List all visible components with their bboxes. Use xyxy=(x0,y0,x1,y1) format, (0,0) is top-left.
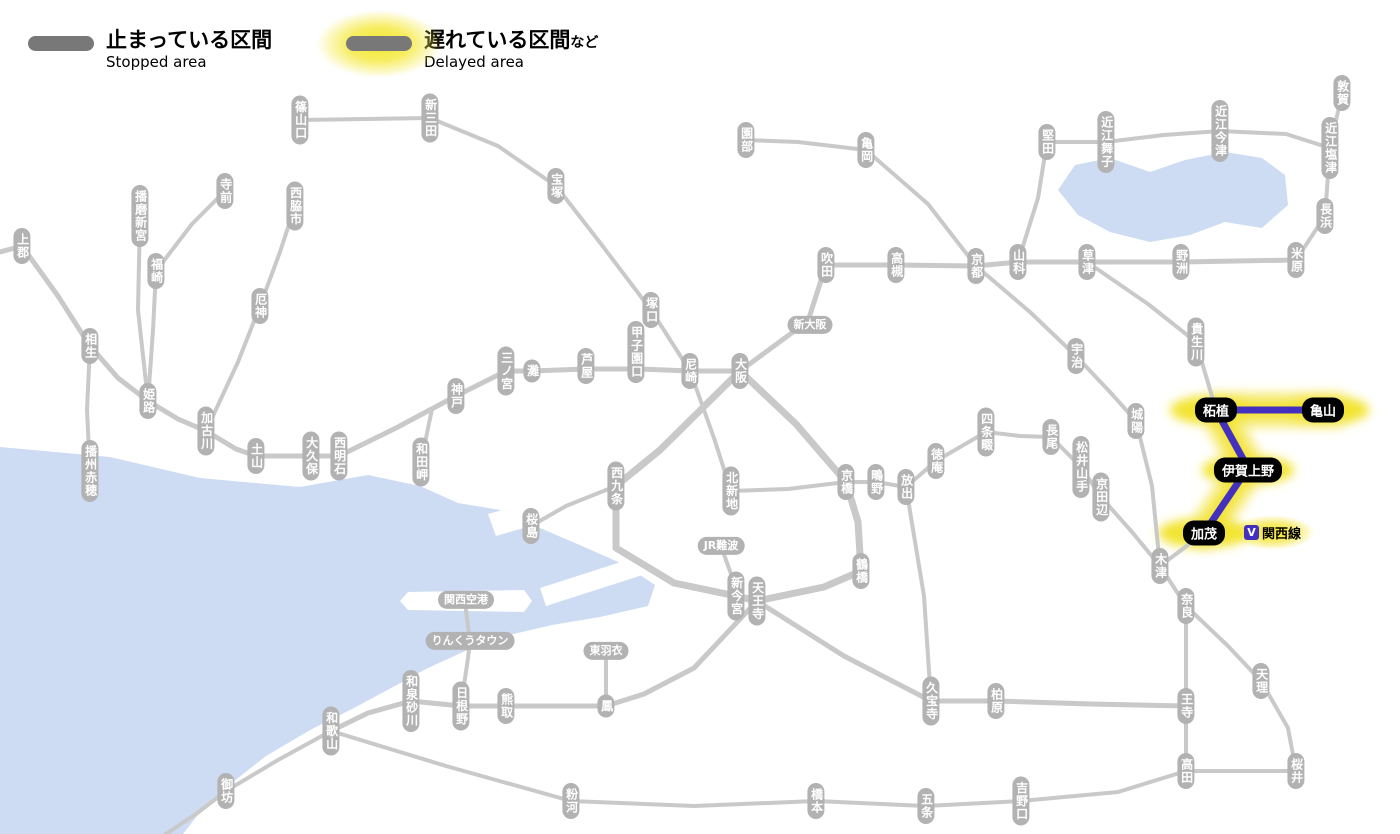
legend-delayed-label-en: Delayed area xyxy=(424,53,524,72)
line-badge-name: 関西線 xyxy=(1262,527,1302,542)
legend-delayed-label-ja: 遅れている区間など xyxy=(424,28,598,52)
water-lake-biwa xyxy=(1058,152,1288,242)
stopped-line-swatch xyxy=(28,36,94,51)
water-layer xyxy=(0,152,1288,834)
delayed-line-swatch xyxy=(346,36,412,51)
rail-bantan xyxy=(146,189,227,403)
rail-sakurajima-line xyxy=(529,484,618,528)
legend-delayed-label-suffix: など xyxy=(570,35,599,51)
delayed-glow-swatch xyxy=(316,10,442,78)
rail-hokuriku xyxy=(1294,146,1332,262)
legend-delayed-label-main: 遅れている区間 xyxy=(424,28,571,52)
water-osaka-bay xyxy=(0,447,655,834)
line-symbol-v-icon: V xyxy=(1244,525,1259,540)
rail-sanin xyxy=(744,138,978,268)
rail-yamatoji xyxy=(754,598,1189,709)
legend-delayed: 遅れている区間など Delayed area xyxy=(316,10,598,78)
rail-wadamisaki-line xyxy=(419,407,434,464)
legend-stopped-label-ja: 止まっている区間 xyxy=(106,28,273,52)
legend-stopped-label-en: Stopped area xyxy=(106,53,207,72)
rail-kansai-delayed xyxy=(1200,406,1340,537)
rail-tozai xyxy=(688,369,848,493)
land-harbor-pier-1 xyxy=(488,478,626,536)
rail-ako xyxy=(85,344,92,473)
legend-stopped: 止まっている区間 Stopped area xyxy=(28,28,272,71)
rail-osaka-higashi xyxy=(904,485,933,703)
kansai-line-badge: V 関西線 xyxy=(1230,515,1316,550)
rail-kakogawa xyxy=(204,204,297,433)
rail-kusatsu xyxy=(1085,260,1218,412)
legend-stopped-texts: 止まっている区間 Stopped area xyxy=(106,28,272,71)
legend-delayed-texts: 遅れている区間など Delayed area xyxy=(424,28,598,71)
rail-gakkentoshi xyxy=(844,430,1162,568)
rail-wakayama-line xyxy=(329,729,1188,808)
rail-kizu-nara xyxy=(1158,564,1188,608)
rail-kishin xyxy=(136,214,150,403)
rail-tokaido xyxy=(737,257,1299,374)
rail-yamatoji-namba xyxy=(719,544,738,598)
rail-kosei xyxy=(1016,91,1344,264)
rail-fukuchiyama xyxy=(298,116,692,373)
rail-sanyo-kobe xyxy=(0,243,743,459)
land-harbor-pier-2 xyxy=(540,552,658,606)
rail-sakurai-line xyxy=(1184,604,1298,773)
rail-nara-line xyxy=(974,264,1162,568)
